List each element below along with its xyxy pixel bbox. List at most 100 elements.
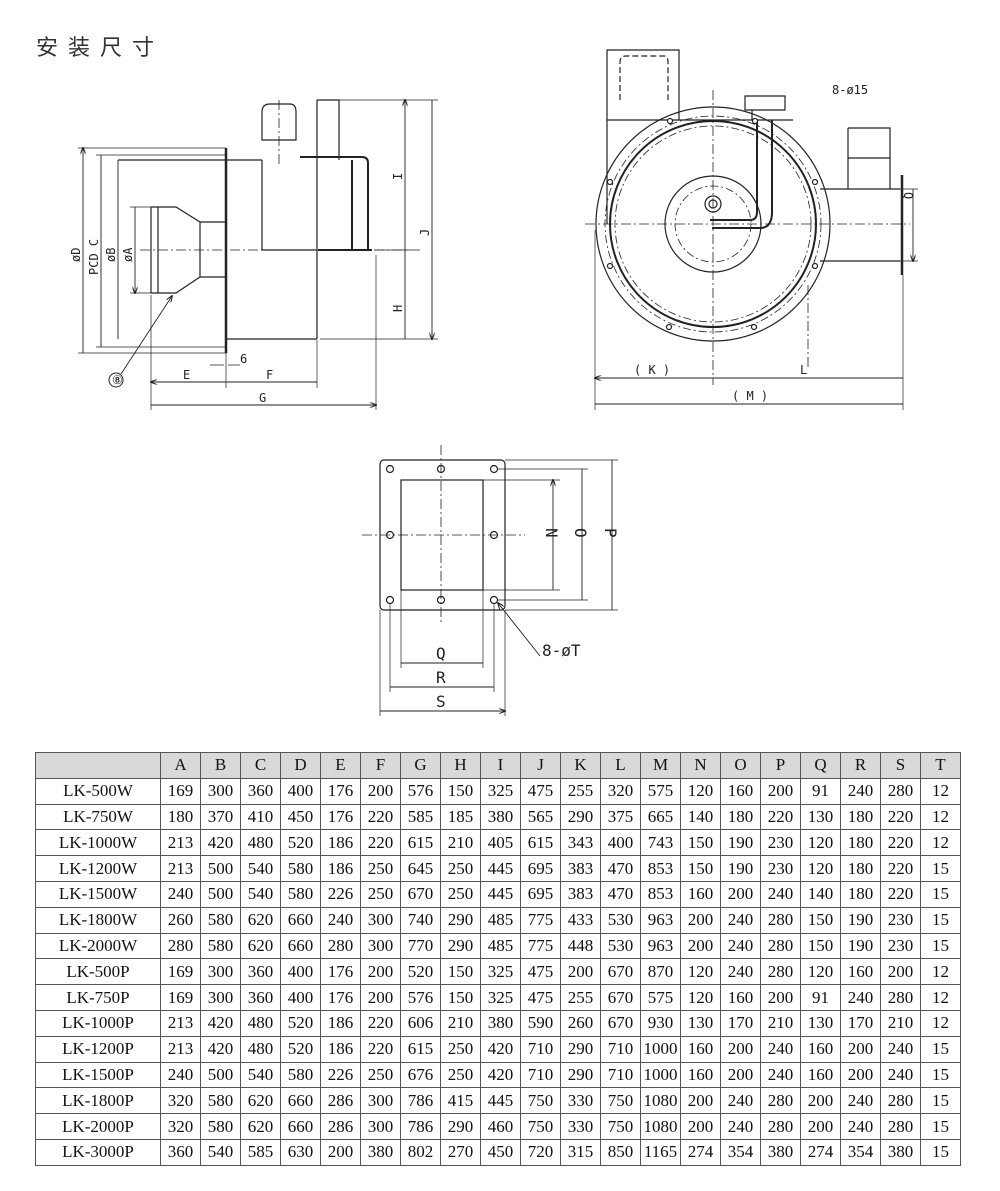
value-cell: 213 [160,855,201,882]
value-cell: 770 [400,932,441,960]
value-cell: 160 [680,1035,721,1063]
value-cell: 930 [640,1009,681,1037]
value-cell: 150 [440,777,481,805]
value-cell: 274 [800,1138,841,1166]
value-cell: 120 [800,829,841,857]
value-cell: 240 [720,958,761,986]
value-cell: 320 [160,1113,201,1140]
value-cell: 750 [600,1113,641,1140]
value-cell: 200 [720,1061,761,1089]
value-cell: 445 [480,1087,521,1115]
value-cell: 12 [920,984,961,1011]
value-cell: 169 [160,777,201,805]
value-cell: 520 [280,829,321,857]
value-cell: 470 [600,855,641,882]
value-cell: 170 [840,1009,881,1037]
value-cell: 240 [320,906,361,934]
value-cell: 213 [160,1035,201,1063]
value-cell: 580 [280,880,321,908]
value-cell: 290 [560,803,601,831]
value-cell: 400 [280,777,321,805]
value-cell: 226 [320,1061,361,1089]
value-cell: 520 [280,1035,321,1063]
value-cell: 380 [480,1009,521,1037]
value-cell: 169 [160,984,201,1011]
value-cell: 670 [600,958,641,986]
value-cell: 370 [200,803,241,831]
value-cell: 415 [440,1087,481,1115]
value-cell: 710 [520,1035,561,1063]
value-cell: 786 [400,1113,441,1140]
value-cell: 15 [920,1061,961,1089]
model-cell: LK-1500W [35,880,161,908]
value-cell: 420 [480,1035,521,1063]
side-view-drawing [78,100,438,410]
value-cell: 470 [600,880,641,908]
dim-label-j: J [418,229,432,236]
value-cell: 200 [760,777,801,805]
value-cell: 185 [440,803,481,831]
table-header-q: Q [800,752,841,779]
dim-label-q: Q [436,644,446,663]
value-cell: 695 [520,880,561,908]
value-cell: 15 [920,855,961,882]
value-cell: 200 [880,958,921,986]
value-cell: 565 [520,803,561,831]
value-cell: 290 [560,1035,601,1063]
value-cell: 230 [760,829,801,857]
value-cell: 580 [200,906,241,934]
dim-label-k: ( K ) [634,363,670,377]
table-header-a: A [160,752,201,779]
table-header-k: K [560,752,601,779]
value-cell: 405 [480,829,521,857]
value-cell: 280 [760,1087,801,1115]
value-cell: 354 [720,1138,761,1166]
value-cell: 750 [520,1087,561,1115]
value-cell: 585 [400,803,441,831]
hole-spec-label: 8-ø15 [832,83,868,97]
value-cell: 210 [440,1009,481,1037]
value-cell: 300 [360,1113,401,1140]
value-cell: 580 [200,1113,241,1140]
value-cell: 150 [800,906,841,934]
value-cell: 400 [280,984,321,1011]
value-cell: 485 [480,932,521,960]
value-cell: 150 [680,855,721,882]
value-cell: 200 [800,1113,841,1140]
value-cell: 190 [720,855,761,882]
value-cell: 1165 [640,1138,681,1166]
value-cell: 460 [480,1113,521,1140]
value-cell: 12 [920,803,961,831]
value-cell: 15 [920,906,961,934]
value-cell: 91 [800,777,841,805]
table-header-j: J [520,752,561,779]
value-cell: 220 [360,1035,401,1063]
value-cell: 410 [240,803,281,831]
value-cell: 150 [680,829,721,857]
value-cell: 615 [400,1035,441,1063]
value-cell: 330 [560,1113,601,1140]
dim-label-o: O [571,528,590,538]
value-cell: 230 [760,855,801,882]
value-cell: 290 [440,906,481,934]
page-title: 安装尺寸 [36,36,165,61]
value-cell: 15 [920,932,961,960]
value-cell: 250 [440,880,481,908]
model-cell: LK-1500P [35,1061,161,1089]
value-cell: 710 [520,1061,561,1089]
value-cell: 160 [680,1061,721,1089]
table-header-e: E [320,752,361,779]
table-header-p: P [760,752,801,779]
value-cell: 250 [360,855,401,882]
value-cell: 240 [840,1087,881,1115]
value-cell: 360 [240,984,281,1011]
value-cell: 213 [160,1009,201,1037]
value-cell: 150 [440,984,481,1011]
value-cell: 176 [320,958,361,986]
value-cell: 660 [280,1113,321,1140]
model-cell: LK-750P [35,984,161,1011]
value-cell: 354 [840,1138,881,1166]
